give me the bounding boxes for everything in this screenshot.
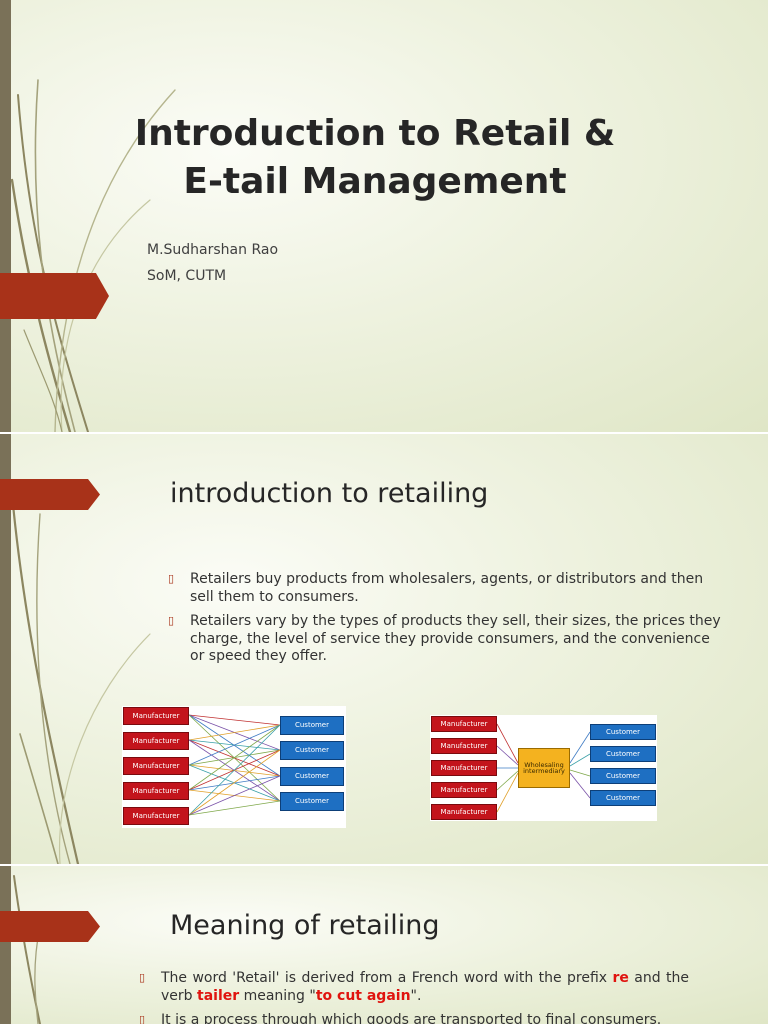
left-accent-bar — [0, 434, 11, 864]
arrow-tab-marker — [0, 911, 100, 942]
manufacturer-box: Manufacturer — [123, 782, 189, 800]
arrow-tab-marker — [0, 273, 109, 319]
customer-box: Customer — [280, 716, 344, 735]
customer-box: Customer — [590, 746, 656, 762]
customer-box: Customer — [590, 724, 656, 740]
manufacturer-box: Manufacturer — [431, 760, 497, 776]
list-item: ▯ It is a process through which goods ar… — [139, 1012, 689, 1024]
manufacturer-box: Manufacturer — [123, 757, 189, 775]
manufacturer-box: Manufacturer — [431, 804, 497, 820]
title-line-2: E-tail Management — [183, 161, 567, 202]
customer-box: Customer — [280, 767, 344, 786]
direct-channel-diagram: Manufacturer Manufacturer Manufacturer M… — [122, 706, 346, 828]
bullet-text: Retailers buy products from wholesalers,… — [190, 571, 704, 605]
customer-box: Customer — [280, 792, 344, 811]
list-item: ▯ The word 'Retail' is derived from a Fr… — [139, 970, 689, 1005]
author-name: M.Sudharshan Rao — [147, 242, 279, 258]
manufacturer-box: Manufacturer — [431, 716, 497, 732]
customer-box: Customer — [280, 741, 344, 760]
title-slide: Introduction to Retail & E-tail Manageme… — [0, 0, 768, 432]
manufacturer-box: Manufacturer — [123, 807, 189, 825]
bullet-marker-icon: ▯ — [168, 614, 175, 627]
bullet-text: and the verb — [161, 970, 689, 1004]
manufacturer-box: Manufacturer — [431, 782, 497, 798]
wholesaler-label-line2: intermediary — [523, 767, 565, 775]
left-accent-bar — [0, 866, 11, 1024]
title-line-1: Introduction to Retail & — [134, 113, 616, 154]
bullet-text: ". — [410, 987, 422, 1004]
bullet-marker-icon: ▯ — [168, 572, 175, 585]
meaning-retailing-slide: Meaning of retailing ▯ The word 'Retail'… — [0, 866, 768, 1024]
slide-heading: Meaning of retailing — [170, 910, 440, 941]
author-affiliation: SoM, CUTM — [147, 268, 227, 284]
slide-heading: introduction to retailing — [170, 478, 489, 509]
bullet-text: It is a process through which goods are … — [161, 1012, 662, 1024]
highlight-prefix: re — [612, 970, 629, 986]
bullet-marker-icon: ▯ — [139, 971, 146, 984]
left-accent-bar — [0, 0, 11, 432]
list-item: ▯ Retailers vary by the types of product… — [168, 613, 723, 666]
customer-box: Customer — [590, 790, 656, 806]
intermediary-channel-diagram: Manufacturer Manufacturer Manufacturer M… — [430, 715, 657, 821]
customer-box: Customer — [590, 768, 656, 784]
manufacturer-box: Manufacturer — [431, 738, 497, 754]
bullet-list: ▯ Retailers buy products from wholesaler… — [168, 571, 723, 673]
highlight-verb: tailer — [197, 987, 240, 1004]
wholesaler-label-line1: Wholesaling — [524, 760, 564, 769]
list-item: ▯ Retailers buy products from wholesaler… — [168, 571, 723, 606]
manufacturer-box: Manufacturer — [123, 707, 189, 725]
manufacturer-box: Manufacturer — [123, 732, 189, 750]
presentation-title: Introduction to Retail & E-tail Manageme… — [90, 110, 660, 206]
swoosh-decoration — [10, 79, 176, 432]
intro-retailing-slide: introduction to retailing ▯ Retailers bu… — [0, 434, 768, 864]
arrow-tab-marker — [0, 479, 100, 510]
bullet-text: The word 'Retail' is derived from a Fren… — [161, 970, 613, 986]
bullet-text: Retailers vary by the types of products … — [190, 613, 721, 664]
bullet-marker-icon: ▯ — [139, 1013, 146, 1024]
highlight-meaning: to cut again — [315, 987, 411, 1004]
wholesaler-box: Wholesaling intermediary — [518, 748, 570, 788]
bullet-text: meaning " — [239, 987, 316, 1004]
bullet-list: ▯ The word 'Retail' is derived from a Fr… — [139, 970, 689, 1024]
connector-lines — [496, 723, 591, 813]
connector-lines — [188, 714, 281, 816]
